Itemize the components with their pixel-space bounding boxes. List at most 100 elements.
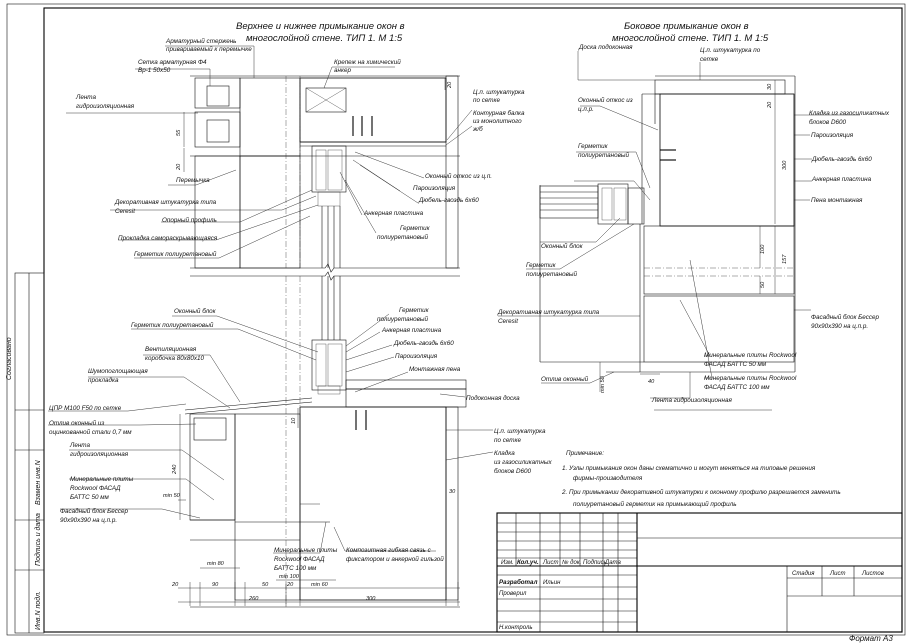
lbl-ankernaya: Анкерная пластина: [363, 210, 424, 217]
r-lbl-mineral100-1: Минеральные плиты Rockwool: [704, 375, 797, 382]
right-title-line2: многослойной стене. ТИП 1. М 1:5: [612, 33, 769, 44]
lbl-lenta-1: Лента: [75, 94, 96, 101]
r-dim-300: 300: [782, 160, 788, 170]
lbl-kont-3: ж/б: [472, 125, 483, 133]
lbl-mineral100-3: БАТТС 100 мм: [274, 565, 317, 572]
r-lbl-doska: Доска подоконная: [578, 43, 633, 51]
format-label: Формат А3: [849, 634, 893, 643]
dim-b30: 30: [449, 489, 456, 495]
r-lbl-ts-2: сетке: [700, 56, 719, 63]
r-lbl-dekor-2: Ceresit: [498, 318, 518, 325]
lbl-fasad-2: 90х90х390 на ц.п.р.: [60, 517, 117, 524]
title-block: Изм. Кол.уч. Лист № док. Подпись Дата Ра…: [496, 512, 903, 633]
lbl-shum-2: прокладка: [88, 376, 119, 384]
r-lbl-otliv: Отлив оконный: [541, 375, 589, 383]
r-lbl-blok: Оконный блок: [541, 242, 584, 250]
lbl-otliv-2: оцинкованной стали 0,7 мм: [49, 428, 132, 436]
dim-b50: 50: [262, 582, 269, 588]
stamp-inv: Инв.N подл.: [34, 591, 42, 630]
tb-proveril: Проверил: [499, 591, 527, 597]
lbl-tsshtuk-2: по сетке: [473, 97, 501, 104]
r-lbl-ankernaya: Анкерная пластина: [811, 176, 872, 183]
dim-min60: min 60: [311, 582, 329, 588]
dim-b300: 300: [366, 596, 376, 602]
lbl-tspr: ЦПР М100 F50 по сетке: [49, 405, 122, 412]
lbl-germetik-poly2: Герметик полиуретановый: [131, 321, 214, 329]
notes: Примечание: 1. Узлы примыкания окон даны…: [561, 450, 841, 508]
tb-izm: Изм.: [501, 560, 514, 566]
lbl-mineral-1: Минеральные плиты: [70, 476, 134, 483]
lbl-dekor-2: Ceresit: [115, 208, 135, 215]
dim-b90: 90: [212, 582, 219, 588]
right-title-line1: Боковое примыкание окон в: [624, 21, 749, 32]
lbl-germetik-top-1: Герметик: [400, 225, 431, 232]
lbl-germetik-bot-1: Герметик: [399, 307, 430, 314]
lbl-lenta-2: гидроизоляционная: [76, 102, 135, 110]
note-1b: фирмы-производителя: [573, 474, 643, 482]
dim-min80: min 80: [207, 561, 225, 567]
tb-koluch: Кол.уч.: [517, 559, 539, 566]
r-lbl-paro: Пароизоляция: [811, 132, 854, 139]
lbl-opornyi: Опорный профиль: [162, 216, 217, 224]
r-lbl-kladka-2: блоков D600: [809, 118, 847, 126]
stamp-vzamen: Взамен инв.N: [35, 459, 42, 505]
r-lbl-otkos-2: ц.п.р.: [578, 106, 594, 113]
tb-ndok: № док.: [562, 559, 581, 566]
r-lbl-lenta: Лента гидроизоляционная: [651, 396, 732, 404]
note-1a: 1. Узлы примыкания окон даны схематично …: [562, 464, 816, 472]
lbl-kont-1: Контурная балка: [473, 109, 525, 117]
lbl-montazh: Монтажная пена: [409, 366, 461, 373]
lbl-krepezh-1: Крепеж на химический: [334, 58, 401, 66]
dim-b260: 260: [248, 596, 259, 602]
lbl-paro: Пароизоляция: [413, 185, 456, 192]
lbl-peremychka: Перемычка: [176, 177, 210, 184]
lbl-shum-1: Шумопоглощающая: [88, 368, 148, 375]
tb-stadiya: Стадия: [792, 571, 815, 577]
r-dim-20: 20: [767, 101, 773, 109]
r-dim-50: 50: [760, 281, 766, 288]
side-stamp: Согласовано Взамен инв.N Подпись и дата …: [6, 272, 45, 634]
r-lbl-germetik-2: полиуретановый: [578, 151, 630, 159]
lbl-dekor-1: Декоративная штукатурка типа: [114, 199, 217, 206]
tb-listov: Листов: [861, 571, 884, 577]
r-dim-40: 40: [648, 379, 655, 385]
r-dim-157: 157: [782, 254, 788, 264]
lbl-tsshtuk-1: Ц.п. штукатурка: [473, 89, 525, 96]
left-detail: Верхнее и нижнее примыкание окон в много…: [48, 21, 552, 608]
lbl-setka-2: Вр-1 50х50: [138, 67, 171, 74]
lbl-komposit-1: Композитная гибкая связь с: [346, 546, 432, 554]
lbl-setka-1: Сетка арматурная Ф4: [138, 59, 207, 66]
lbl-parogidro2: Пароизоляция: [395, 353, 438, 360]
lbl-vent-1: Вентиляционная: [145, 346, 197, 353]
lbl-mineral100-2: Rockwool ФАСАД: [274, 556, 325, 563]
r-lbl-mineral50-1: Минеральные плиты Rockwool: [704, 352, 797, 359]
r-lbl-dekor-1: Декоративная штукатурка типа: [497, 309, 600, 316]
tb-nkontr: Н.контроль: [499, 625, 532, 631]
lbl-ankernaya2: Анкерная пластина: [381, 327, 442, 334]
lbl-mineral-3: БАТТС 50 мм: [70, 494, 110, 501]
lbl-lenta2-1: Лента: [69, 442, 90, 449]
dim-10: 10: [291, 417, 297, 424]
lbl-prokladka: Прокладка самораскрывающаяся: [118, 234, 218, 242]
tb-data: Дата: [604, 560, 621, 566]
r-lbl-pena: Пена монтажная: [811, 197, 863, 204]
lbl-dubel: Дюбель-гвоздь 6х60: [418, 196, 479, 204]
r-dim-30: 30: [767, 83, 773, 90]
lbl-krepezh-2: анкер: [334, 67, 351, 74]
lbl-fasad-1: Фасадный блок Бессер: [60, 507, 128, 515]
lbl-dubel2: Дюбель-гвоздь 6х60: [393, 339, 454, 347]
lbl-otkos: Оконный откос из ц.п.: [425, 172, 492, 180]
r-lbl-fasad-2: 90х90х390 на ц.п.р.: [811, 323, 868, 330]
dim-min50: min 50: [163, 493, 181, 499]
r-lbl-otkos-1: Оконный откос из: [578, 96, 633, 104]
dim-55: 55: [176, 129, 182, 136]
lbl-komposit-2: фиксатором и анкерной гильзой: [346, 555, 444, 563]
lbl-tsshtuk2-2: по сетке: [494, 437, 522, 444]
dim-min100: min 100: [279, 574, 300, 580]
lbl-otliv-1: Отлив оконный из: [49, 419, 104, 427]
r-dim-min50: min 50: [600, 375, 606, 393]
stamp-podpis: Подпись и дата: [34, 513, 42, 566]
lbl-tsshtuk2-1: Ц.п. штукатурка: [494, 428, 546, 435]
r-lbl-kladka-1: Кладка из газосиликатных: [809, 109, 890, 117]
